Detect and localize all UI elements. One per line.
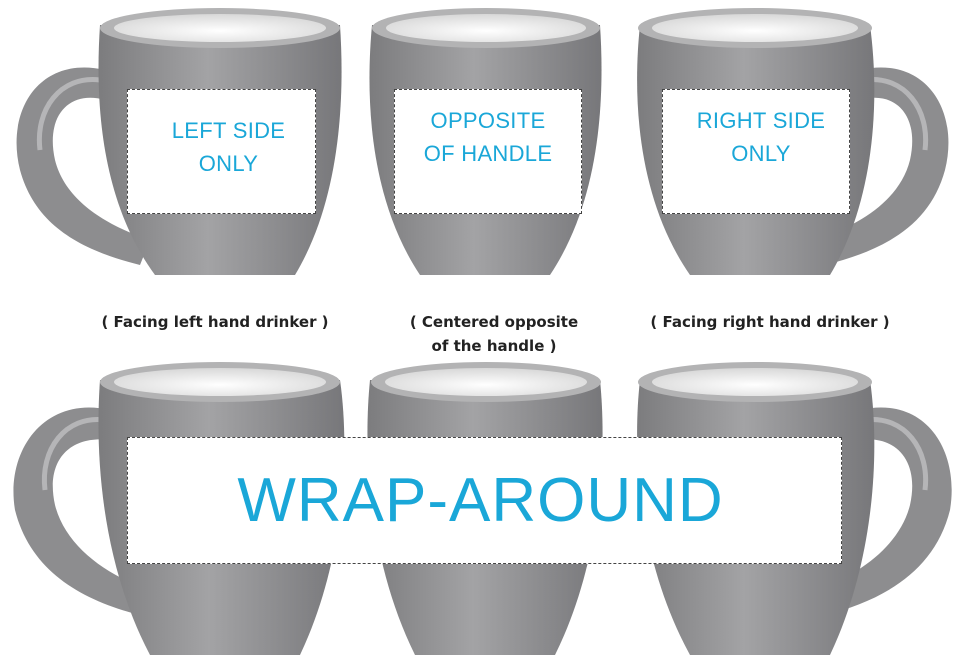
- print-area-center: OPPOSITE OF HANDLE: [394, 89, 582, 214]
- print-area-left: LEFT SIDE ONLY: [127, 89, 316, 214]
- print-label-center: OPPOSITE OF HANDLE: [424, 104, 553, 200]
- caption-center: ( Centered opposite of the handle ): [380, 310, 608, 358]
- print-area-right: RIGHT SIDE ONLY: [662, 89, 850, 214]
- print-label-left: LEFT SIDE ONLY: [158, 114, 286, 190]
- print-label-wrap: WRAP-AROUND: [237, 466, 731, 536]
- print-label-right: RIGHT SIDE ONLY: [687, 104, 826, 200]
- caption-left: ( Facing left hand drinker ): [60, 310, 370, 334]
- print-area-wrap: WRAP-AROUND: [127, 437, 842, 564]
- caption-right: ( Facing right hand drinker ): [620, 310, 920, 334]
